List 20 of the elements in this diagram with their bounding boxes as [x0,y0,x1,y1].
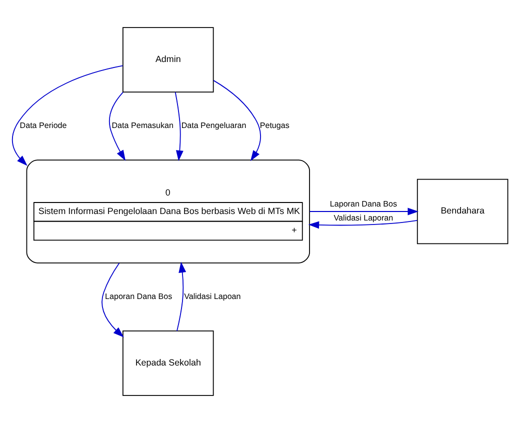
arrow [174,92,184,162]
edge-label: Data Pengeluaran [181,121,246,130]
edge-label: Data Pemasukan [112,121,174,130]
edge-label: Laporan Dana Bos [330,199,398,208]
node-box: 0 Sistem Informasi Pengelolaan Dana Bos berbasis Web di MTs MK + [26,160,310,264]
arrow [213,80,261,162]
edge-label: Petugas [260,121,290,130]
arrow [308,220,418,229]
arrow [12,65,124,166]
arrow [108,92,126,161]
arrow [176,262,186,332]
arrow [102,262,124,338]
node-box: Kepada Sekolah [122,330,214,396]
arrow [309,208,418,216]
edge-label: Validasi Laporan [334,214,394,223]
node-box: Bendahara [416,178,508,244]
node-box: Admin [122,27,214,92]
edge-label: Validasi Lapoan [184,292,241,301]
edge-label: Laporan Dana Bos [105,292,172,301]
edge-label: Data Periode [20,121,67,130]
